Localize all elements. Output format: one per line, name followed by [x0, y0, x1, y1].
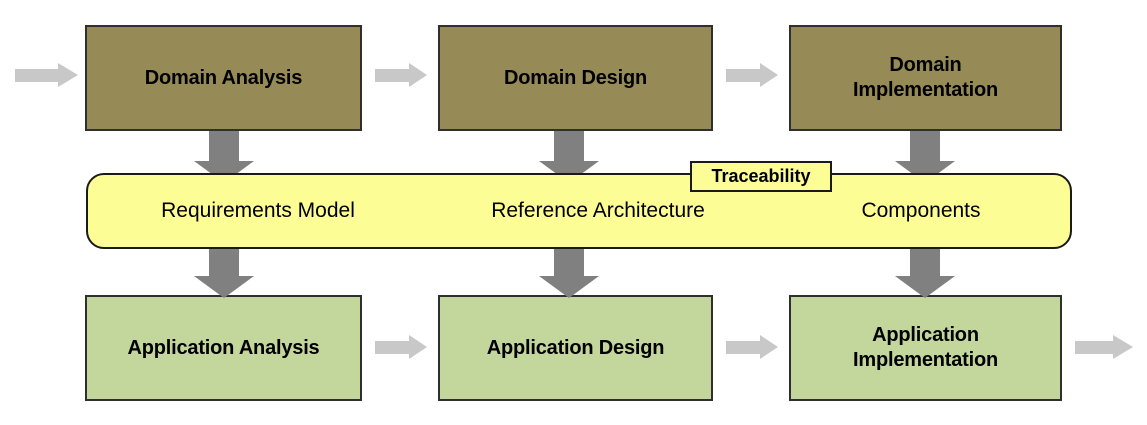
derive-arrow-requirements-to-application-analysis: [194, 246, 254, 298]
flow-arrow-domain-analysis-to-design: [375, 63, 427, 88]
arrow-shaft: [209, 246, 239, 276]
flow-arrow-application-design-to-implementation: [726, 335, 778, 360]
arrow-head: [895, 276, 955, 298]
application-analysis-box[interactable]: Application Analysis: [85, 295, 362, 401]
arrow-shaft: [726, 341, 760, 354]
arrow-shaft: [910, 246, 940, 276]
traceability-label: Traceability: [711, 166, 811, 186]
derive-arrow-components-to-application-implementation: [895, 246, 955, 298]
arrow-head: [1113, 335, 1133, 359]
arrow-shaft: [1075, 341, 1113, 354]
arrow-shaft: [209, 131, 239, 161]
traceability-callout[interactable]: Traceability: [690, 161, 832, 192]
arrow-shaft: [15, 69, 58, 82]
artifact-components: Components: [768, 175, 1074, 247]
artifact-band: Requirements Model Reference Architectur…: [86, 173, 1072, 249]
arrow-head: [194, 276, 254, 298]
flow-arrow-in-domain: [15, 63, 78, 88]
flow-arrow-out-application: [1075, 335, 1133, 360]
arrow-shaft: [554, 131, 584, 161]
artifact-reference-architecture-label: Reference Architecture: [491, 199, 705, 222]
artifact-requirements-model-label: Requirements Model: [161, 199, 355, 222]
application-analysis-label: Application Analysis: [127, 336, 320, 359]
arrow-head: [58, 63, 78, 87]
flow-arrow-domain-design-to-implementation: [726, 63, 778, 88]
arrow-head: [760, 335, 778, 359]
artifact-reference-architecture: Reference Architecture: [428, 175, 768, 247]
arrow-head: [760, 63, 778, 87]
flow-arrow-application-analysis-to-design: [375, 335, 427, 360]
arrow-head: [409, 63, 427, 87]
arrow-head: [409, 335, 427, 359]
application-design-label: Application Design: [486, 336, 665, 359]
derive-arrow-architecture-to-application-design: [539, 246, 599, 298]
arrow-head: [539, 276, 599, 298]
domain-analysis-box[interactable]: Domain Analysis: [85, 25, 362, 131]
artifact-requirements-model: Requirements Model: [88, 175, 428, 247]
artifact-components-label: Components: [861, 199, 981, 222]
domain-analysis-label: Domain Analysis: [144, 66, 303, 89]
arrow-shaft: [554, 246, 584, 276]
domain-design-box[interactable]: Domain Design: [438, 25, 713, 131]
arrow-shaft: [375, 69, 409, 82]
arrow-shaft: [910, 131, 940, 161]
application-design-box[interactable]: Application Design: [438, 295, 713, 401]
arrow-shaft: [726, 69, 760, 82]
arrow-shaft: [375, 341, 409, 354]
domain-design-label: Domain Design: [504, 66, 647, 89]
